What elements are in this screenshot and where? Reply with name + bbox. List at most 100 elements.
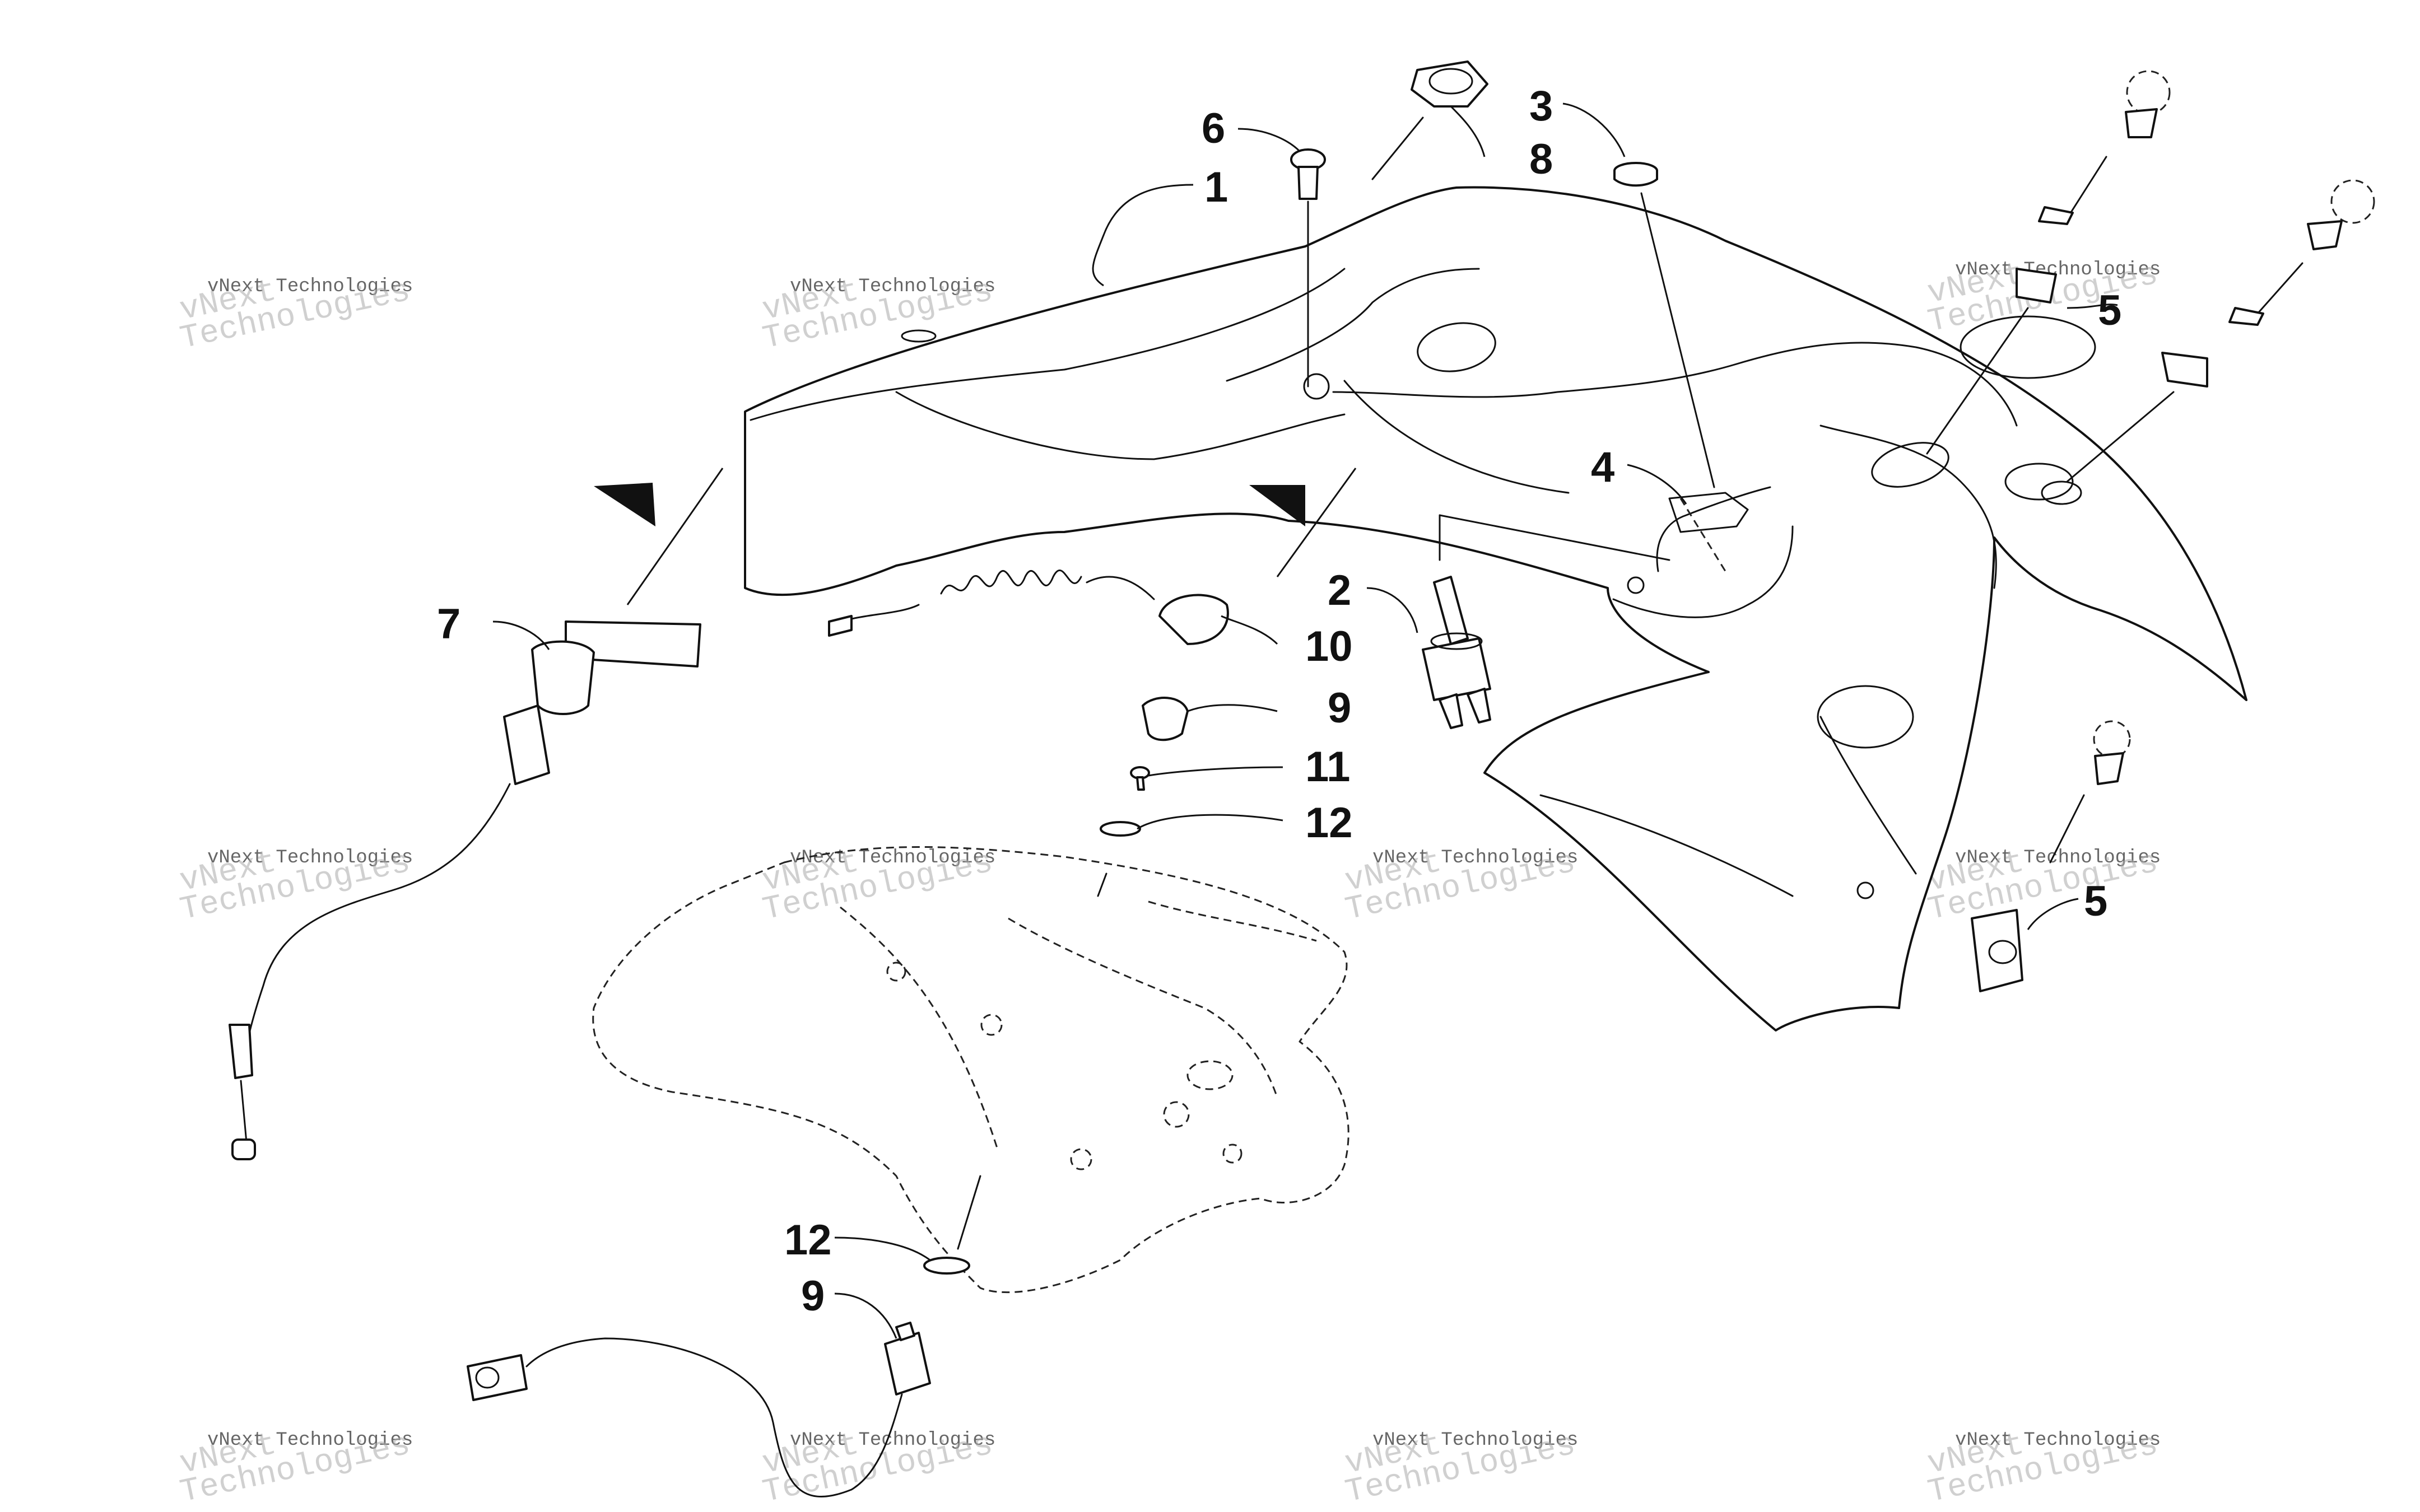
watermark: vNext Technologies vNext Technologies [1342,1427,1579,1511]
fastener-stem [2094,752,2124,785]
underpanel-edge [840,906,998,1149]
watermark-text: vNext Technologies [790,276,995,297]
leader-4 [1627,464,1687,505]
leader-7 [492,620,550,650]
switch-collar [1430,632,1483,650]
assembly-line [1371,116,1424,180]
console-panel [743,186,2247,1032]
panel-crease [1226,268,1480,382]
sensor-part-9 [467,1322,931,1497]
watermark: vNext Technologies vNext Technologies [176,844,413,929]
leader-11 [1148,766,1283,777]
panel-crease [1332,363,1738,398]
watermark-text: vNext Technologies [790,1430,995,1451]
screw-hole [901,329,937,343]
underpanel-edge [1008,917,1278,1098]
callout-4: 4 [1591,444,1614,491]
panel-crease [750,268,1346,421]
leader-3 [1562,102,1626,157]
callout-12-upper: 12 [1305,799,1353,847]
panel-crease [1343,380,1570,494]
hidden-line [1679,498,1726,572]
tether-part-10 [828,570,1229,645]
underpanel-hole [886,962,906,982]
key-opening [1417,322,1496,372]
cable-end [229,1024,253,1079]
switch-terminal [1467,688,1491,724]
underpanel-hole [980,1014,1003,1036]
fastener-stem [2125,108,2158,138]
callout-1: 1 [1204,164,1228,211]
console-body [743,186,2247,1032]
nut-part-8 [1371,60,1488,180]
cable-wire [240,1080,248,1144]
watermark-text: vNext Technologies [1955,1430,2161,1451]
sensor-tip [895,1322,915,1341]
callout-8: 8 [1529,136,1553,183]
callout-2: 2 [1328,567,1351,614]
watermark-text: vNext Technologies [1955,259,2161,281]
clip-part-5-upper [1926,70,2375,483]
clip-small [2228,307,2264,326]
assembly-line [1926,307,2029,455]
nut-body [1411,60,1488,108]
callout-5-upper: 5 [2098,287,2121,334]
leader-12-upper [1137,814,1283,830]
leader-8 [1450,105,1486,157]
clip-nut [2016,268,2057,304]
o-ring [1100,821,1141,837]
clip-nut [1971,909,2023,992]
toggle-switch-part-2 [1422,576,1491,729]
underpanel-hidden [592,846,1349,1294]
assembly-line [2049,794,2085,864]
assembly-line [1640,192,1715,488]
fastener-stem [2307,220,2343,250]
leader-12-lower [834,1236,930,1261]
underpanel-outline [592,846,1349,1294]
callout-3: 3 [1529,82,1553,130]
fastener-head-hidden [2126,70,2171,115]
underpanel-edge [1148,900,1317,942]
cable-connector [467,1354,528,1401]
sensor-body [884,1332,931,1396]
callout-6: 6 [1202,105,1225,152]
tether-cord [1086,576,1155,600]
callout-9-upper: 9 [1328,684,1351,732]
callout-11: 11 [1305,743,1350,791]
watermark: vNext Technologies vNext Technologies [176,273,413,358]
assembly-line [1439,514,1670,561]
switch-boss [1656,486,1771,572]
watermark: vNext Technologies vNext Technologies [176,1427,413,1511]
screw-hole [1303,373,1330,400]
underpanel-hole [1222,1144,1242,1164]
watermark-text: vNext Technologies [207,847,413,869]
fastener-head-hidden [2093,720,2131,758]
panel-crease [1735,342,2018,427]
watermark-text: vNext Technologies [207,276,413,297]
nut-bore [1428,68,1473,95]
switch-boss [1668,492,1749,533]
gauge-opening [1817,685,1914,749]
callout-7: 7 [437,600,460,648]
screw-part-11 [1130,766,1150,791]
clip-small [2038,206,2074,225]
leader-5-upper [2067,304,2118,309]
connector-ring [475,1366,500,1389]
upper-recess [1960,315,2096,379]
washer-part-3 [1613,162,1715,488]
watermark: vNext Technologies vNext Technologies [759,273,996,358]
screw-hole [1627,576,1645,594]
tether-cap [1158,594,1229,645]
direction-arrow [1249,485,1305,526]
screw-hole [1856,881,1874,899]
o-ring [923,1257,970,1275]
watermark: vNext Technologies vNext Technologies [759,844,996,929]
callout-10: 10 [1305,623,1353,670]
assembly-line [1097,872,1107,897]
panel-crease [1819,424,1997,589]
assembly-line [2066,156,2107,220]
watermark-text: vNext Technologies [1372,847,1578,869]
mount-opening [2041,480,2082,505]
watermark: vNext Technologies vNext Technologies [1342,844,1579,929]
